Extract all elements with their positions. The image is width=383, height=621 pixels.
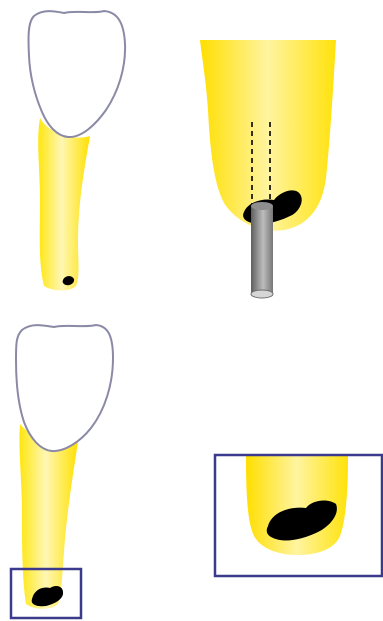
instrument-shaft <box>251 206 273 294</box>
tooth-crown <box>16 325 113 451</box>
endodontic-instrument <box>251 202 273 298</box>
tooth-root <box>19 424 78 609</box>
panel-apex-with-instrument <box>200 40 336 298</box>
panel-extracted-tooth-boxed <box>11 325 113 618</box>
instrument-tip-top <box>251 202 273 210</box>
instrument-end <box>251 290 273 298</box>
panel-magnified-apex <box>215 455 382 576</box>
tooth-crown <box>29 11 126 137</box>
tooth-root <box>38 118 90 291</box>
panel-extracted-tooth-top <box>29 11 126 291</box>
